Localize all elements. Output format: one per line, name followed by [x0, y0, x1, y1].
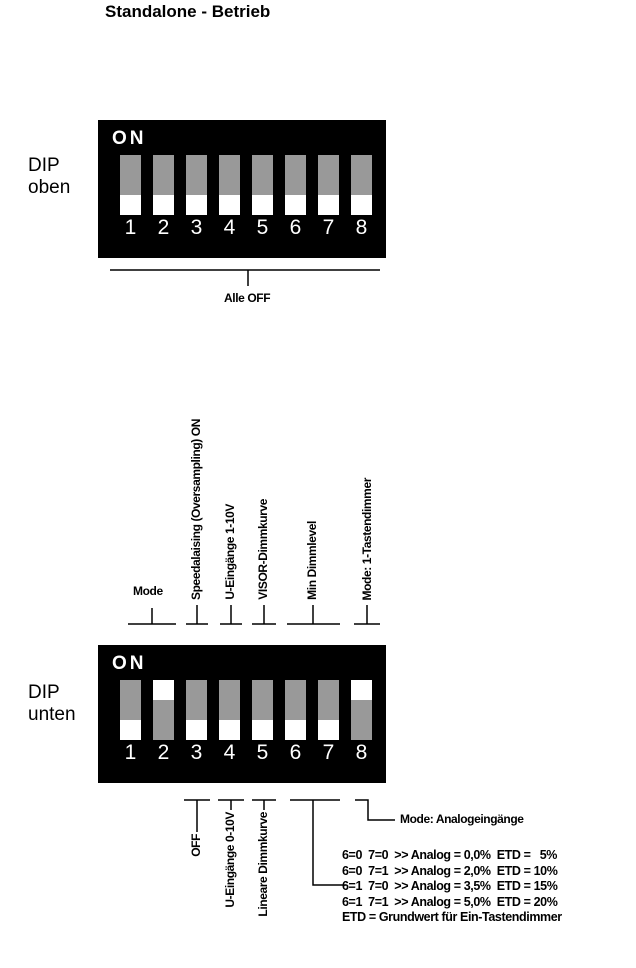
switch-number: 4 — [223, 216, 236, 239]
label-mode: Mode — [133, 584, 163, 598]
bracket-s5-on — [252, 605, 276, 625]
switch-number: 1 — [124, 741, 137, 764]
page-title: Standalone - Betrieb — [105, 2, 271, 21]
bracket-all-off — [110, 269, 380, 286]
switch-slider — [318, 195, 339, 215]
label-s4-on: U-Eingänge 1-10V — [223, 504, 237, 600]
switch-slider — [153, 195, 174, 215]
bracket-s67-off — [290, 799, 346, 886]
label-s3-off: OFF — [189, 834, 203, 857]
dip-switch-4 — [219, 680, 240, 740]
switch-slider — [120, 720, 141, 740]
dip-switch-3 — [186, 155, 207, 215]
label-s5-off: Lineare Dimmkurve — [256, 812, 270, 917]
switch-slider — [351, 680, 372, 700]
bracket-s4-on — [220, 605, 242, 625]
min-dimmlevel-table: 6=0 7=0 >> Analog = 0,0% ETD = 5%6=0 7=1… — [342, 848, 562, 926]
dip-bottom-label-line2: unten — [28, 704, 76, 725]
dip-switch-6 — [285, 155, 306, 215]
switch-number: 3 — [190, 741, 203, 764]
switch-number: 8 — [355, 216, 368, 239]
switch-number: 5 — [256, 216, 269, 239]
switch-number: 2 — [157, 216, 170, 239]
bracket-mode — [128, 608, 176, 625]
switch-number: 8 — [355, 741, 368, 764]
dip-switch-3 — [186, 680, 207, 740]
dip-top-label-line1: DIP — [28, 155, 60, 176]
dip-switch-7 — [318, 680, 339, 740]
label-s4-off: U-Eingänge 0-10V — [223, 812, 237, 908]
on-label: ON — [112, 128, 147, 149]
dip-switch-1 — [120, 155, 141, 215]
switch-number: 2 — [157, 741, 170, 764]
dip-top-label-line2: oben — [28, 177, 71, 198]
switch-slider — [285, 195, 306, 215]
switch-number: 6 — [289, 741, 302, 764]
switch-number: 7 — [322, 741, 335, 764]
switch-slider — [153, 680, 174, 700]
switch-slider — [219, 720, 240, 740]
table-row: 6=0 7=0 >> Analog = 0,0% ETD = 5% — [342, 848, 558, 862]
bracket-s8-off — [355, 799, 395, 821]
dip-switch-4 — [219, 155, 240, 215]
dip-bottom-label-line1: DIP — [28, 682, 60, 703]
table-row: 6=1 7=1 >> Analog = 5,0% ETD = 20% — [342, 894, 558, 909]
dip-switch-2 — [153, 680, 174, 740]
dip-switch-2 — [153, 155, 174, 215]
switch-number: 7 — [322, 216, 335, 239]
switch-slider — [318, 720, 339, 740]
dip-switch-6 — [285, 680, 306, 740]
bracket-s5-off — [252, 799, 276, 810]
dip-switch-8 — [351, 680, 372, 740]
switch-slider — [120, 195, 141, 215]
bracket-s3-off — [184, 799, 210, 832]
dip-switch-5 — [252, 155, 273, 215]
switch-slider — [186, 720, 207, 740]
switch-slider — [186, 195, 207, 215]
table-row: 6=0 7=1 >> Analog = 2,0% ETD = 10% — [342, 863, 558, 878]
bracket-s3-on — [186, 605, 208, 625]
switch-number: 3 — [190, 216, 203, 239]
on-label: ON — [112, 653, 147, 674]
switch-slider — [351, 195, 372, 215]
switch-slider — [252, 195, 273, 215]
table-row: 6=1 7=0 >> Analog = 3,5% ETD = 15% — [342, 879, 558, 893]
alle-off-caption: Alle OFF — [224, 291, 271, 305]
label-s67-on: Min Dimmlevel — [305, 521, 319, 600]
label-s8-off: Mode: Analogeingänge — [400, 812, 524, 826]
label-s8-on: Mode: 1-Tastendimmer — [360, 477, 374, 600]
switch-number: 5 — [256, 741, 269, 764]
label-s5-on: VISOR-Dimmkurve — [256, 499, 270, 600]
table-note: ETD = Grundwert für Ein-Tastendimmer — [342, 910, 562, 924]
dip-switch-7 — [318, 155, 339, 215]
dip-switch-5 — [252, 680, 273, 740]
switch-number: 4 — [223, 741, 236, 764]
dip-switch-1 — [120, 680, 141, 740]
switch-number: 1 — [124, 216, 137, 239]
switch-slider — [285, 720, 306, 740]
dip-top-label: DIP oben — [28, 155, 70, 199]
bracket-s67-on — [287, 605, 340, 625]
label-s3-on: Speedalaising (Oversampling) ON — [189, 419, 203, 600]
switch-number: 6 — [289, 216, 302, 239]
switch-slider — [252, 720, 273, 740]
dip-bottom-label: DIP unten — [28, 682, 76, 726]
dip-switch-8 — [351, 155, 372, 215]
switch-slider — [219, 195, 240, 215]
bracket-s8-on — [354, 605, 380, 625]
bracket-s4-off — [218, 799, 244, 810]
